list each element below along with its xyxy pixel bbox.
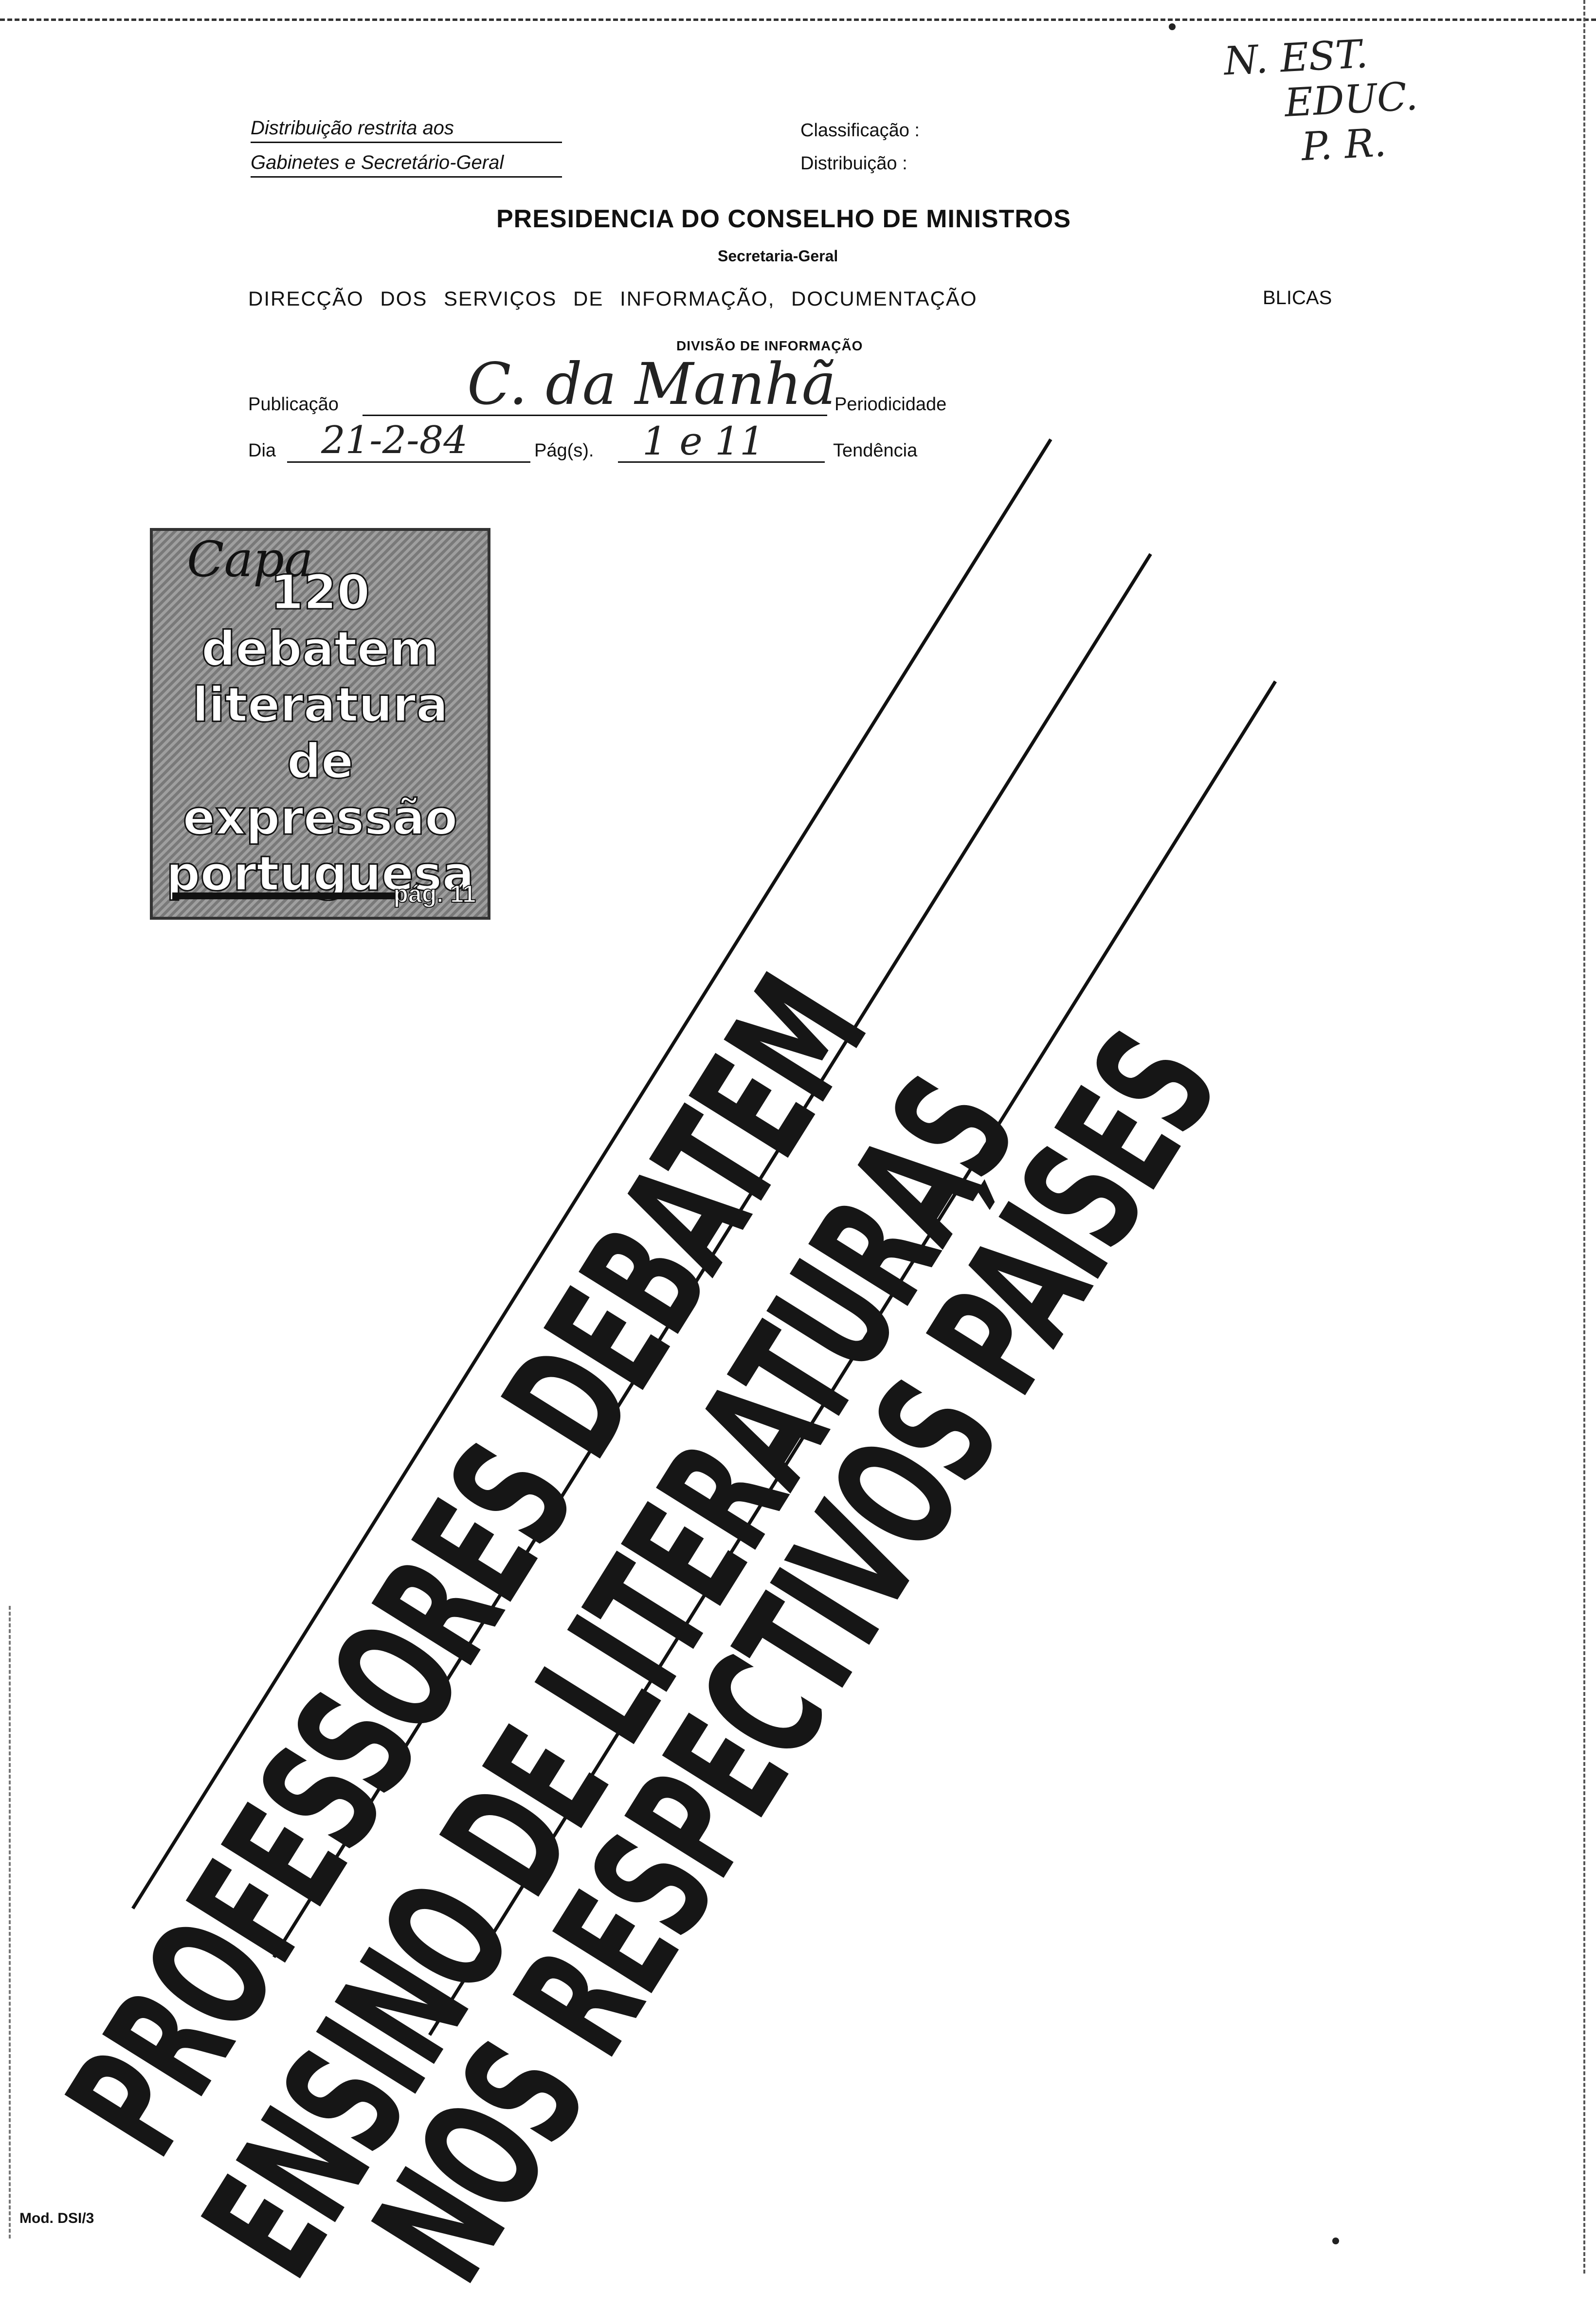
headline-line-2: ENSINO DE LITERATURAS bbox=[169, 1048, 1052, 2307]
publicacao-line bbox=[363, 415, 827, 416]
distribution-line-1: Distribuição restrita aos bbox=[251, 114, 562, 143]
headline-line-1: PROFESSORES DEBATEM bbox=[33, 947, 902, 2185]
dia-line bbox=[287, 461, 530, 463]
clipping-line-2: literatura bbox=[191, 677, 449, 734]
clipping-page-ref: pág. 11 bbox=[393, 880, 476, 908]
scan-right-border bbox=[1583, 0, 1585, 2274]
classification-block: Classificação : Distribuição : bbox=[800, 117, 920, 183]
scan-speck bbox=[1332, 2238, 1339, 2244]
restricted-distribution-note: Distribuição restrita aos Gabinetes e Se… bbox=[251, 114, 562, 183]
annotation-line-2: EDUC. bbox=[1283, 73, 1419, 126]
dia-value: 21-2-84 bbox=[321, 419, 468, 462]
publicacao-label: Publicação bbox=[248, 394, 339, 415]
scan-left-border bbox=[9, 1606, 11, 2238]
form-model-code: Mod. DSI/3 bbox=[19, 2210, 94, 2226]
scan-top-border bbox=[0, 18, 1596, 21]
clipping-rule bbox=[172, 892, 401, 899]
annotation-line-3: P. R. bbox=[1300, 120, 1388, 170]
page-title: PRESIDENCIA DO CONSELHO DE MINISTROS bbox=[496, 205, 1071, 233]
clipping-headline: 120 debatem literatura de expressão port… bbox=[153, 564, 488, 903]
page-subtitle: Secretaria-Geral bbox=[718, 247, 838, 265]
directorate-name-tail: BLICAS bbox=[1263, 287, 1332, 309]
division-name: DIVISÃO DE INFORMAÇÃO bbox=[676, 338, 863, 353]
scan-speck bbox=[1169, 23, 1176, 30]
clipping-handwritten-note: Capa bbox=[187, 531, 313, 588]
pag-label: Pág(s). bbox=[534, 440, 594, 461]
dia-label: Dia bbox=[248, 440, 276, 461]
pag-line bbox=[618, 461, 825, 463]
clipping-image: Capa 120 debatem literatura de expressão… bbox=[150, 528, 490, 920]
pag-value: 1 e 11 bbox=[642, 419, 764, 464]
directorate-name: DIRECÇÃO DOS SERVIÇOS DE INFORMAÇÃO, DOC… bbox=[248, 287, 978, 310]
headline-rule-3 bbox=[428, 680, 1277, 2036]
distribution-line-2: Gabinetes e Secretário-Geral bbox=[251, 149, 562, 178]
handwritten-annotation: N. EST. EDUC. P. R. bbox=[1223, 29, 1421, 173]
clipping-line-1: 120 debatem bbox=[200, 564, 439, 677]
classificacao-label: Classificação : bbox=[800, 120, 920, 141]
tendencia-label: Tendência bbox=[833, 440, 918, 461]
distribuicao-label: Distribuição : bbox=[800, 153, 907, 174]
headline-line-3: NOS RESPECTIVOS PAÍSES bbox=[339, 1003, 1253, 2311]
periodicidade-label: Periodicidade bbox=[834, 394, 947, 415]
clipping-line-3: de expressão bbox=[182, 733, 458, 846]
publicacao-value: C. da Manhã bbox=[467, 350, 836, 418]
